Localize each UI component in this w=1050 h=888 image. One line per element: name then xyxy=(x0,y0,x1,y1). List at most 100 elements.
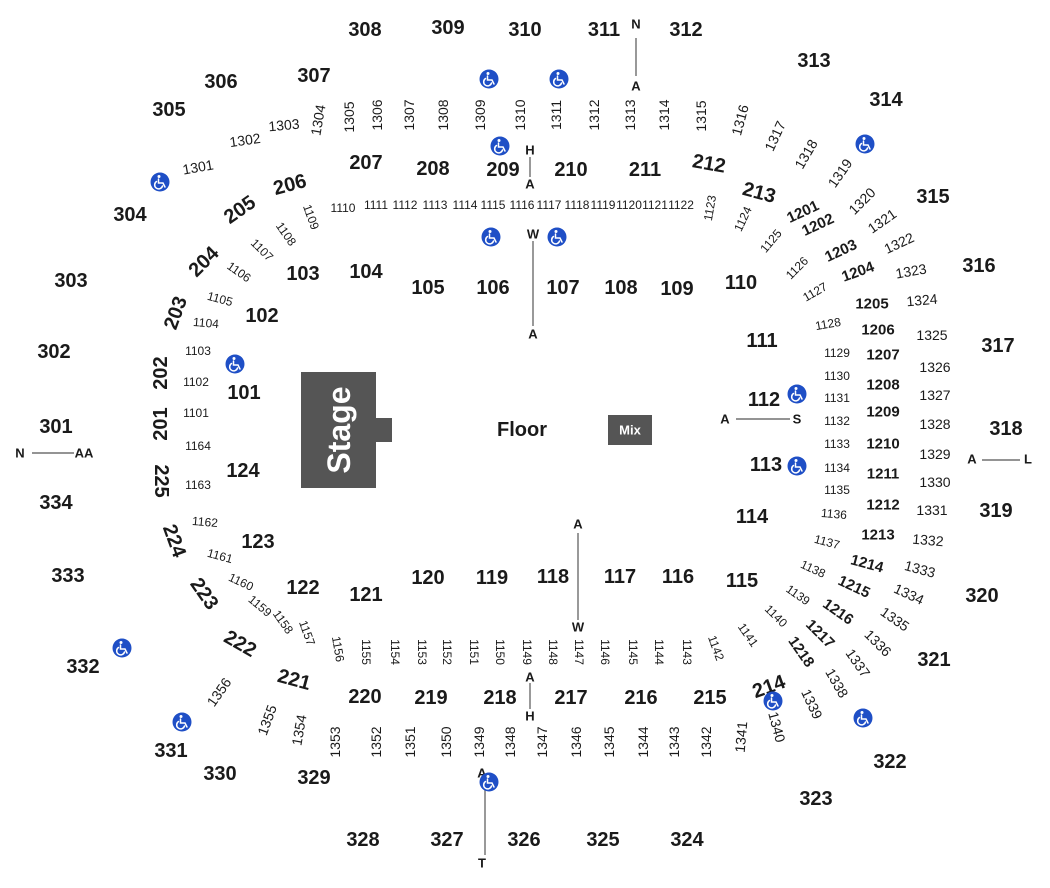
section-1206[interactable]: 1206 xyxy=(861,322,894,339)
section-1148[interactable]: 1148 xyxy=(546,639,560,665)
section-1107[interactable]: 1107 xyxy=(248,236,276,264)
section-306[interactable]: 306 xyxy=(204,71,237,93)
section-1124[interactable]: 1124 xyxy=(731,204,755,234)
section-123[interactable]: 123 xyxy=(241,531,274,553)
section-1320[interactable]: 1320 xyxy=(845,184,878,217)
section-225[interactable]: 225 xyxy=(150,464,172,497)
section-1149[interactable]: 1149 xyxy=(520,639,534,665)
section-1137[interactable]: 1137 xyxy=(813,532,842,552)
section-332[interactable]: 332 xyxy=(66,656,99,678)
section-1127[interactable]: 1127 xyxy=(800,279,830,304)
section-328[interactable]: 328 xyxy=(346,829,379,851)
section-1111[interactable]: 1111 xyxy=(364,198,388,212)
section-310[interactable]: 310 xyxy=(508,19,541,41)
section-1208[interactable]: 1208 xyxy=(866,377,899,394)
section-1356[interactable]: 1356 xyxy=(204,674,235,709)
section-219[interactable]: 219 xyxy=(414,687,447,709)
section-112[interactable]: 112 xyxy=(748,389,780,411)
section-1204[interactable]: 1204 xyxy=(839,258,877,286)
section-1141[interactable]: 1141 xyxy=(735,620,761,649)
section-1326[interactable]: 1326 xyxy=(919,359,950,375)
section-1102[interactable]: 1102 xyxy=(183,375,209,389)
section-1336[interactable]: 1336 xyxy=(861,626,894,659)
section-1318[interactable]: 1318 xyxy=(791,136,821,171)
section-1106[interactable]: 1106 xyxy=(224,259,253,285)
section-322[interactable]: 322 xyxy=(873,751,906,773)
section-315[interactable]: 315 xyxy=(916,186,949,208)
section-1115[interactable]: 1115 xyxy=(481,198,506,212)
section-204[interactable]: 204 xyxy=(184,242,224,282)
section-1153[interactable]: 1153 xyxy=(415,639,429,665)
section-1325[interactable]: 1325 xyxy=(916,327,947,343)
section-1155[interactable]: 1155 xyxy=(359,639,373,665)
section-1309[interactable]: 1309 xyxy=(472,99,488,130)
section-121[interactable]: 121 xyxy=(349,584,382,606)
section-124[interactable]: 124 xyxy=(226,460,260,482)
section-1120[interactable]: 1120 xyxy=(616,198,642,212)
section-302[interactable]: 302 xyxy=(37,341,70,363)
section-1130[interactable]: 1130 xyxy=(824,369,850,383)
section-1351[interactable]: 1351 xyxy=(402,726,418,757)
section-324[interactable]: 324 xyxy=(670,829,704,851)
section-1109[interactable]: 1109 xyxy=(300,202,322,231)
section-114[interactable]: 114 xyxy=(736,506,769,528)
section-1117[interactable]: 1117 xyxy=(537,198,562,212)
section-1160[interactable]: 1160 xyxy=(226,570,256,594)
section-1319[interactable]: 1319 xyxy=(825,155,856,190)
section-1330[interactable]: 1330 xyxy=(919,474,950,490)
section-1134[interactable]: 1134 xyxy=(824,461,850,475)
section-213[interactable]: 213 xyxy=(740,178,778,208)
section-1136[interactable]: 1136 xyxy=(821,506,848,522)
section-212[interactable]: 212 xyxy=(691,150,728,177)
section-1350[interactable]: 1350 xyxy=(438,726,454,757)
section-1328[interactable]: 1328 xyxy=(919,416,950,432)
section-311[interactable]: 311 xyxy=(588,19,620,41)
section-329[interactable]: 329 xyxy=(297,767,330,789)
section-1158[interactable]: 1158 xyxy=(270,607,296,636)
section-101[interactable]: 101 xyxy=(227,382,260,404)
section-1128[interactable]: 1128 xyxy=(814,315,842,333)
section-1205[interactable]: 1205 xyxy=(855,296,888,313)
section-1125[interactable]: 1125 xyxy=(757,226,785,255)
section-215[interactable]: 215 xyxy=(693,687,726,709)
section-103[interactable]: 103 xyxy=(286,263,319,285)
section-1110[interactable]: 1110 xyxy=(331,201,356,215)
section-1338[interactable]: 1338 xyxy=(822,666,852,701)
section-326[interactable]: 326 xyxy=(507,829,540,851)
section-115[interactable]: 115 xyxy=(726,570,758,592)
section-218[interactable]: 218 xyxy=(483,687,516,709)
section-1343[interactable]: 1343 xyxy=(666,726,682,757)
section-1118[interactable]: 1118 xyxy=(565,198,590,212)
section-1139[interactable]: 1139 xyxy=(783,582,812,608)
section-202[interactable]: 202 xyxy=(150,356,172,389)
section-217[interactable]: 217 xyxy=(554,687,587,709)
section-1353[interactable]: 1353 xyxy=(327,726,343,757)
section-1340[interactable]: 1340 xyxy=(765,710,789,744)
section-1323[interactable]: 1323 xyxy=(894,260,928,281)
section-1329[interactable]: 1329 xyxy=(919,446,950,462)
section-102[interactable]: 102 xyxy=(245,305,278,327)
section-107[interactable]: 107 xyxy=(546,277,579,299)
section-303[interactable]: 303 xyxy=(54,270,87,292)
section-1161[interactable]: 1161 xyxy=(206,546,235,566)
section-1150[interactable]: 1150 xyxy=(493,639,507,665)
section-317[interactable]: 317 xyxy=(981,335,1014,357)
section-1331[interactable]: 1331 xyxy=(916,502,947,518)
section-334[interactable]: 334 xyxy=(39,492,73,514)
section-109[interactable]: 109 xyxy=(660,278,693,300)
section-1140[interactable]: 1140 xyxy=(762,602,790,630)
section-1157[interactable]: 1157 xyxy=(296,618,318,647)
section-1321[interactable]: 1321 xyxy=(865,205,900,236)
section-331[interactable]: 331 xyxy=(154,740,187,762)
section-1116[interactable]: 1116 xyxy=(510,198,535,212)
section-111[interactable]: 111 xyxy=(746,330,777,352)
section-1324[interactable]: 1324 xyxy=(906,291,939,310)
section-1162[interactable]: 1162 xyxy=(192,514,219,530)
section-1101[interactable]: 1101 xyxy=(183,406,209,420)
section-1113[interactable]: 1113 xyxy=(423,198,448,212)
section-118[interactable]: 118 xyxy=(537,566,569,588)
section-1122[interactable]: 1122 xyxy=(668,198,694,212)
section-1306[interactable]: 1306 xyxy=(369,99,385,130)
section-1313[interactable]: 1313 xyxy=(622,99,638,130)
section-1310[interactable]: 1310 xyxy=(512,99,528,130)
